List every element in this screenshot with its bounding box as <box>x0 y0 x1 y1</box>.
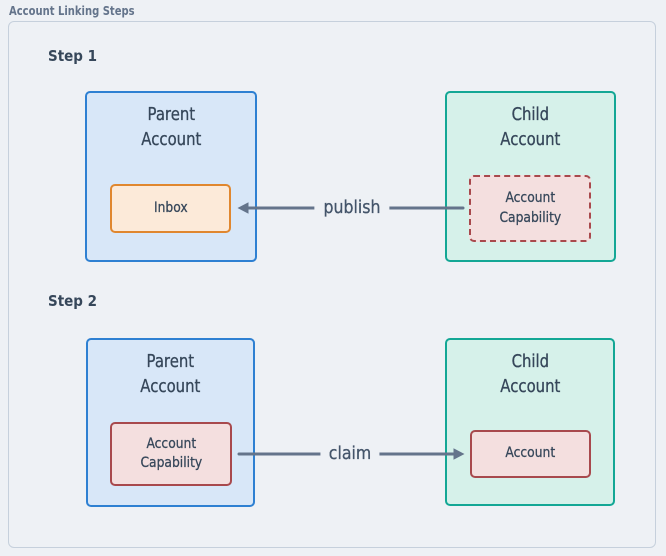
step2-account-node: Account <box>470 430 591 478</box>
step2-label: Step 2 <box>48 292 98 310</box>
step2-child-account-node: Child Account <box>445 338 615 506</box>
step1-inbox-node: Inbox <box>110 184 231 233</box>
diagram-title: Account Linking Steps <box>9 3 135 18</box>
step1-account-capability-node: Account Capability <box>469 175 591 242</box>
publish-edge-label: publish <box>314 198 390 218</box>
step1-label: Step 1 <box>48 47 98 65</box>
step2-parent-account-label: Parent Account <box>140 352 201 397</box>
claim-edge-label: claim <box>320 444 380 464</box>
step2-account-capability-node: Account Capability <box>110 422 232 486</box>
step2-child-account-label: Child Account <box>499 352 561 397</box>
step1-parent-account-node: Parent Account <box>85 91 257 262</box>
step1-parent-account-label: Parent Account <box>140 105 202 150</box>
step1-child-account-label: Child Account <box>500 105 561 150</box>
